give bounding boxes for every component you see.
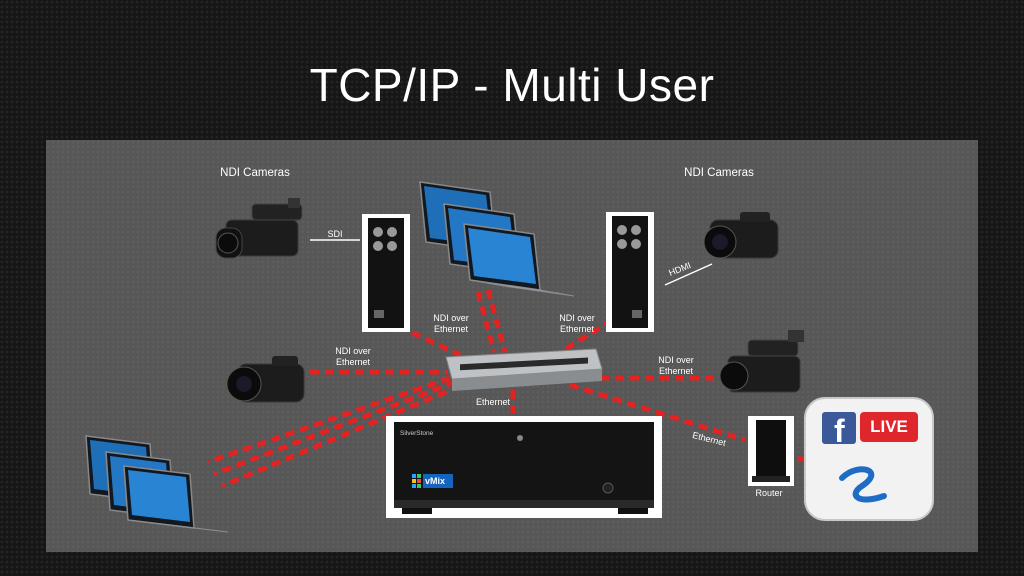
ndi-over-ethernet-label: NDI over Ethernet — [433, 313, 469, 334]
link-laptops-bottom-2 — [213, 379, 456, 477]
sdi-label: SDI — [327, 229, 343, 239]
hdmi-cable — [664, 263, 713, 286]
link-laptops-top — [485, 289, 508, 353]
camera-icon — [719, 330, 804, 393]
ndi-over-ethernet-label: NDI over Ethernet — [335, 346, 371, 367]
ndi-over-ethernet-label: NDI over Ethernet — [559, 313, 595, 334]
svg-text:f: f — [834, 413, 845, 449]
camera-icon — [215, 198, 303, 259]
ndi-converter-right — [606, 212, 654, 332]
ndi-converter-left — [362, 214, 410, 332]
router-icon — [748, 416, 794, 486]
live-label: LIVE — [870, 417, 908, 436]
link-left-converter — [383, 317, 462, 358]
camera-icon — [703, 212, 779, 259]
vmix-logo-icon — [412, 474, 453, 488]
network-switch — [445, 348, 603, 391]
link-router — [569, 382, 746, 443]
ndi-over-ethernet-label: NDI over Ethernet — [658, 355, 694, 376]
facebook-live-app-icon: f — [804, 397, 934, 521]
vmix-label: vMix — [425, 476, 446, 486]
slide-title: TCP/IP - Multi User — [309, 59, 715, 111]
laptop-stack-top — [419, 181, 575, 297]
silverstone-label: SilverStone — [400, 430, 434, 437]
link-laptops-bottom-1 — [207, 375, 451, 465]
laptop-stack-bottom — [85, 435, 229, 533]
vmix-server — [386, 416, 662, 518]
ndi-cameras-left-label: NDI Cameras — [220, 167, 290, 179]
ethernet-label: Ethernet — [475, 397, 511, 407]
link-laptops-top-2 — [475, 291, 497, 353]
camera-icon — [226, 356, 305, 403]
link-laptops-bottom-3 — [221, 383, 461, 489]
router-label: Router — [755, 488, 783, 498]
ndi-cameras-right-label: NDI Cameras — [684, 167, 754, 179]
